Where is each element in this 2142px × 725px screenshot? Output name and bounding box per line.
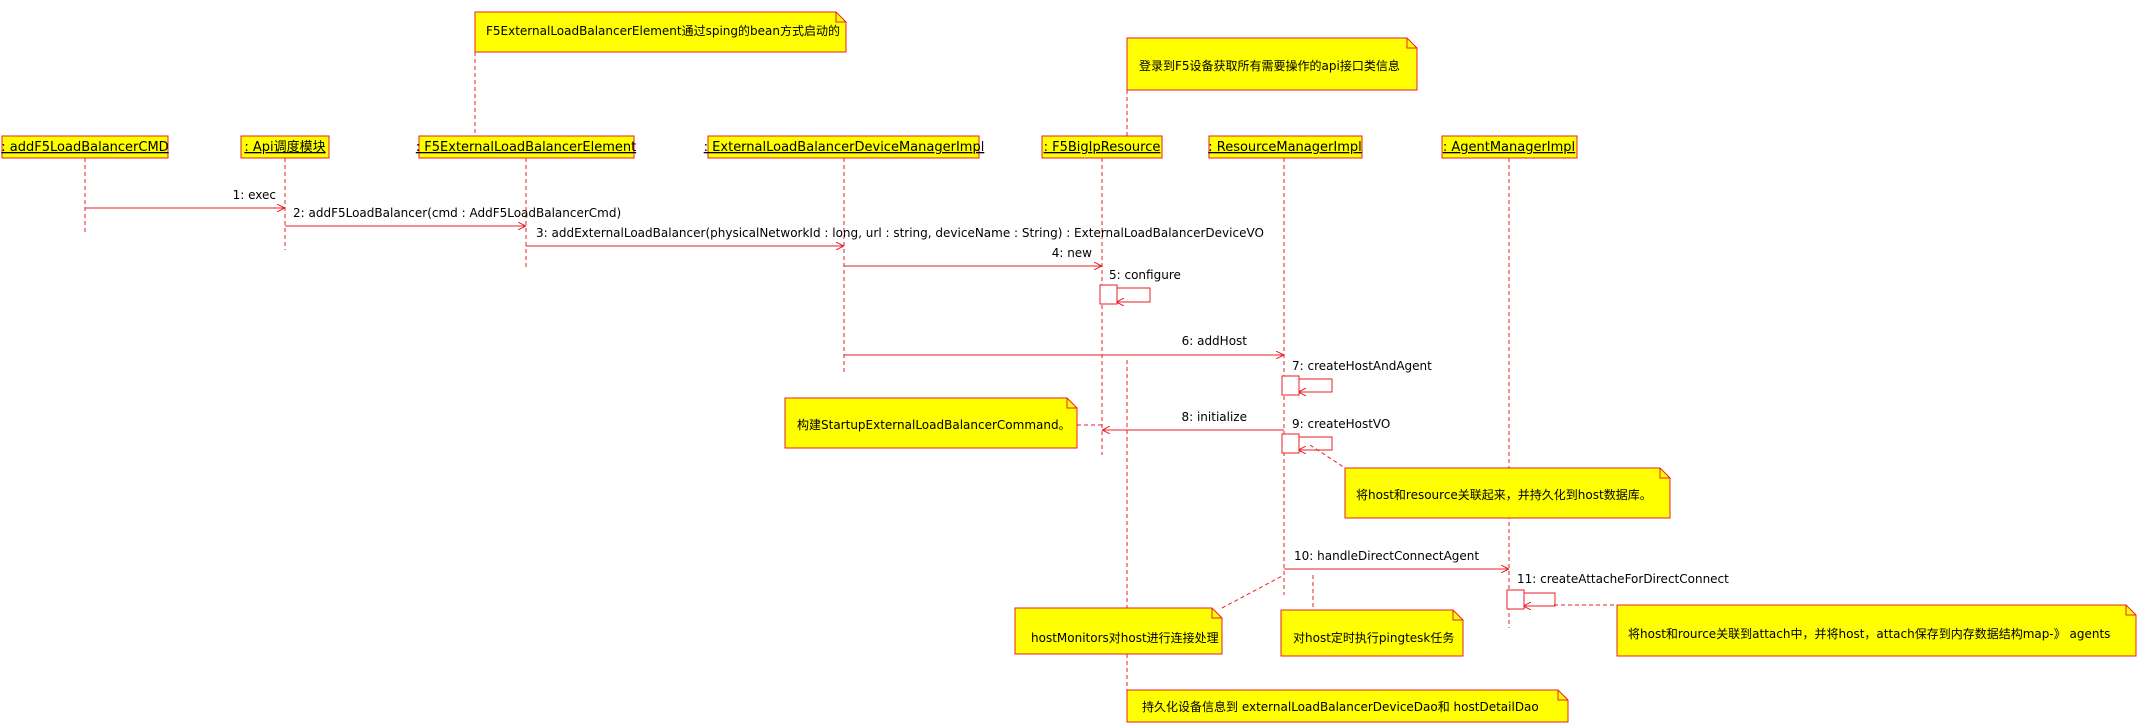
note-text-startup-command: 构建StartupExternalLoadBalancerCommand。 xyxy=(797,417,1071,432)
lifeline-label-cmd: : addF5LoadBalancerCMD xyxy=(1,140,168,155)
activation-resource-1 xyxy=(1281,375,1300,396)
note-text-host-monitors: hostMonitors对host进行连接处理 xyxy=(1031,630,1219,645)
note-text-f5-login: 登录到F5设备获取所有需要操作的api接口类信息 xyxy=(1139,58,1400,73)
activation-resource-2 xyxy=(1281,433,1300,454)
message-label-1: 1: exec xyxy=(233,188,276,202)
message-label-7: 7: createHostAndAgent xyxy=(1292,359,1432,373)
note-connector-monitors xyxy=(1221,574,1285,609)
message-label-4: 4: new xyxy=(1052,246,1092,260)
lifeline-box-device-manager xyxy=(707,135,980,159)
note-element-startup xyxy=(474,11,847,53)
lifeline-label-api: : Api调度模块 xyxy=(244,139,325,155)
note-text-attach-agents: 将host和rource关联到attach中，并将host，attach保存到内… xyxy=(1628,626,2110,641)
message-label-10: 10: handleDirectConnectAgent xyxy=(1294,549,1479,563)
message-label-2: 2: addF5LoadBalancer(cmd : AddF5LoadBala… xyxy=(293,206,621,220)
lifeline-box-api xyxy=(240,135,330,159)
lifeline-label-bigip: : F5BigIpResource xyxy=(1044,140,1161,155)
note-text-persist-device: 持久化设备信息到 externalLoadBalancerDeviceDao和 … xyxy=(1142,699,1539,714)
note-text-ping-task: 对host定时执行pingtesk任务 xyxy=(1293,630,1454,645)
message-label-5: 5: configure xyxy=(1109,268,1181,282)
message-arrow-7 xyxy=(1299,378,1333,392)
note-text-persist-host: 将host和resource关联起来，并持久化到host数据库。 xyxy=(1356,487,1652,502)
message-label-6: 6: addHost xyxy=(1182,334,1248,348)
note-connector-persist-host xyxy=(1309,444,1346,469)
message-label-3: 3: addExternalLoadBalancer(physicalNetwo… xyxy=(536,226,1264,240)
note-attach-agents xyxy=(1616,604,2137,657)
lifeline-box-cmd xyxy=(1,135,169,159)
message-label-9: 9: createHostVO xyxy=(1292,417,1390,431)
note-startup-command xyxy=(784,397,1078,449)
lifeline-box-element xyxy=(418,135,635,159)
activation-agent xyxy=(1506,589,1525,610)
activation-bigip xyxy=(1099,284,1118,305)
note-ping-task xyxy=(1280,609,1464,657)
lifeline-box-agent-manager xyxy=(1441,135,1578,159)
message-label-11: 11: createAttacheForDirectConnect xyxy=(1517,572,1729,586)
lifeline-label-device-manager: : ExternalLoadBalancerDeviceManagerImpl xyxy=(704,140,985,155)
message-arrow-9 xyxy=(1299,436,1333,450)
lifeline-label-resource-manager: : ResourceManagerImpl xyxy=(1208,140,1361,155)
lifeline-box-resource-manager xyxy=(1208,135,1363,159)
lifeline-label-agent-manager: : AgentManagerImpl xyxy=(1443,140,1575,155)
message-arrow-5 xyxy=(1117,287,1151,302)
note-f5-login xyxy=(1126,37,1418,91)
note-text-element-startup: F5ExternalLoadBalancerElement通过sping的bea… xyxy=(486,23,840,38)
message-label-8: 8: initialize xyxy=(1181,410,1247,424)
note-persist-device xyxy=(1126,689,1569,723)
note-persist-host xyxy=(1344,467,1671,519)
lifeline-box-bigip xyxy=(1041,135,1163,159)
message-arrow-11 xyxy=(1524,592,1556,606)
note-host-monitors xyxy=(1014,607,1223,655)
lifeline-label-element: : F5ExternalLoadBalancerElement xyxy=(416,140,636,155)
